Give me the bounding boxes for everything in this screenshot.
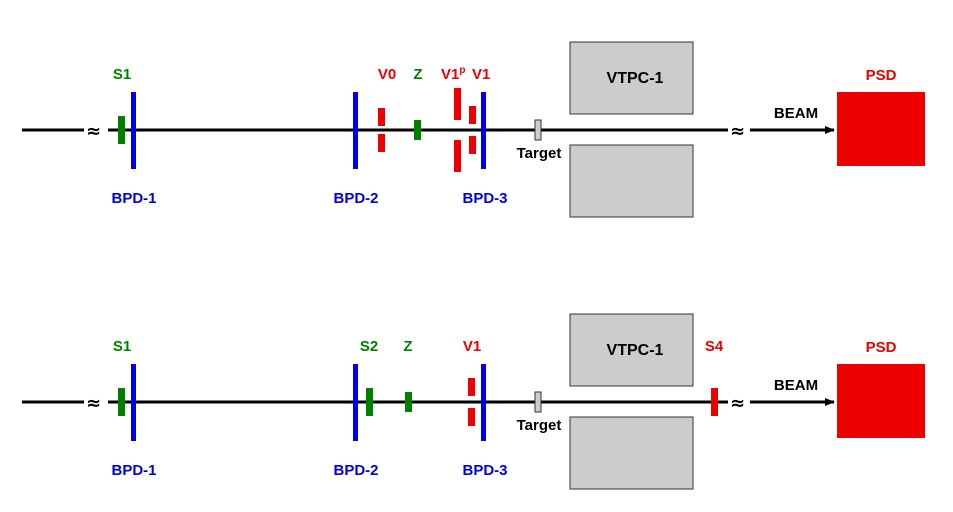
s2-label: S2 <box>360 338 378 355</box>
z-label: Z <box>403 338 412 355</box>
v0-counter-upper <box>378 108 385 126</box>
bpd1-label: BPD-1 <box>111 462 156 479</box>
psd-block <box>837 92 925 166</box>
v0-label: V0 <box>378 66 396 83</box>
vtpc1-lower-box <box>569 416 694 490</box>
s1-label: S1 <box>113 66 131 83</box>
beam-label: BEAM <box>774 377 818 394</box>
s1-counter <box>118 116 125 144</box>
s4-label: S4 <box>705 338 724 355</box>
vtpc1-label: VTPC-1 <box>607 70 664 87</box>
bpd2-label: BPD-2 <box>333 462 378 479</box>
s4-counter <box>711 388 718 416</box>
s2-counter <box>366 388 373 416</box>
v1-counter-lower <box>469 136 476 154</box>
bpd2-label: BPD-2 <box>333 190 378 207</box>
z-counter <box>405 392 412 412</box>
z-label: Z <box>413 66 422 83</box>
v1p-counter-upper <box>454 88 461 120</box>
bpd1-detector <box>131 92 136 169</box>
target <box>534 391 542 413</box>
vtpc1-upper-box <box>569 41 694 115</box>
bottom-configuration: ≈ ≈ S1 S2 Z V1 S4 Target VTPC-1 BEAM PSD… <box>22 313 925 490</box>
vtpc1-label: VTPC-1 <box>607 342 664 359</box>
s1-counter <box>118 388 125 416</box>
beam-label: BEAM <box>774 105 818 122</box>
v1p-counter-lower <box>454 140 461 172</box>
top-configuration: ≈ ≈ S1 V0 Z V1p V1 Target VTPC-1 BEAM PS… <box>22 41 925 218</box>
bpd1-label: BPD-1 <box>111 190 156 207</box>
target-label: Target <box>517 417 562 434</box>
s1-label: S1 <box>113 338 131 355</box>
break-symbol-left: ≈ <box>86 393 101 414</box>
target-label: Target <box>517 145 562 162</box>
v0-counter-lower <box>378 134 385 152</box>
bpd2-detector <box>353 364 358 441</box>
break-symbol-right: ≈ <box>730 121 745 142</box>
target <box>534 119 542 141</box>
vtpc1-upper-box <box>569 313 694 387</box>
bpd3-detector <box>481 92 486 169</box>
bpd3-detector <box>481 364 486 441</box>
break-symbol-right: ≈ <box>730 393 745 414</box>
psd-block <box>837 364 925 438</box>
psd-label: PSD <box>866 339 897 356</box>
v1-counter-upper <box>469 106 476 124</box>
bpd3-label: BPD-3 <box>462 190 507 207</box>
vtpc1-lower-box <box>569 144 694 218</box>
z-counter <box>414 120 421 140</box>
bpd1-detector <box>131 364 136 441</box>
v1-label: V1 <box>463 338 481 355</box>
bpd2-detector <box>353 92 358 169</box>
v1-label: V1 <box>472 66 490 83</box>
psd-label: PSD <box>866 67 897 84</box>
v1-counter-upper <box>468 378 475 396</box>
v1-counter-lower <box>468 408 475 426</box>
break-symbol-left: ≈ <box>86 121 101 142</box>
bpd3-label: BPD-3 <box>462 462 507 479</box>
v1p-label: V1p <box>441 65 465 83</box>
